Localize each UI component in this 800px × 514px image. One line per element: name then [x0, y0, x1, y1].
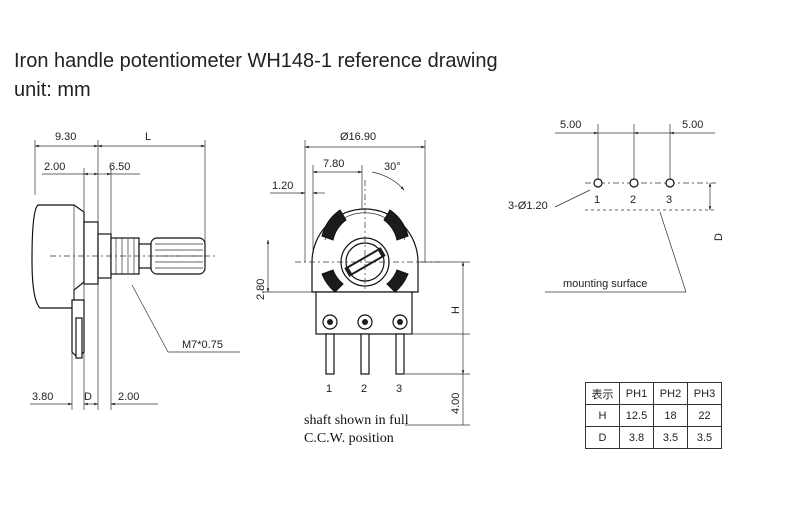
- unit-label: unit: mm: [14, 79, 91, 101]
- side-view: 9.30 L 2.00 6.50 M7*0.75 3.80 D 2.00: [30, 131, 240, 410]
- table-header-cell: PH1: [619, 382, 654, 405]
- table-cell: 3.5: [687, 426, 722, 449]
- dim-4-00: 4.00: [450, 393, 462, 414]
- front-pin-2: 2: [361, 383, 367, 395]
- dim-7-80: 7.80: [323, 158, 344, 170]
- pcb-pin-1: 1: [594, 194, 600, 206]
- front-pin-1: 1: [326, 383, 332, 395]
- table-cell: H: [585, 404, 620, 427]
- dim-d-side: D: [84, 391, 92, 403]
- table-header-row: 表示 PH1 PH2 PH3: [585, 382, 722, 405]
- table-cell: 3.8: [619, 426, 654, 449]
- table-header-cell: 表示: [585, 382, 620, 405]
- table-cell: 18: [653, 404, 688, 427]
- table-row: D 3.8 3.5 3.5: [585, 426, 722, 449]
- pcb-pin-2: 2: [630, 194, 636, 206]
- dim-6-50: 6.50: [109, 161, 130, 173]
- note-line-1: shaft shown in full: [304, 413, 409, 428]
- dim-h: H: [450, 306, 462, 314]
- pcb-layout: 5.00 5.00 3-Ø1.20 1 2 3 D mounting surfa…: [508, 119, 725, 293]
- dim-diameter-16-90: Ø16.90: [340, 131, 376, 143]
- dim-2-80: 2.80: [255, 279, 267, 300]
- dim-3-80: 3.80: [32, 391, 53, 403]
- front-pin-3: 3: [396, 383, 402, 395]
- table-cell: 3.5: [653, 426, 688, 449]
- pcb-dim-5-00-right: 5.00: [682, 119, 703, 131]
- note-line-2: C.C.W. position: [304, 431, 394, 446]
- front-view: Ø16.90 7.80 30° 1.20 2.80 H 4.00 1 2 3 s…: [255, 131, 470, 446]
- table-header-cell: PH3: [687, 382, 722, 405]
- pcb-dim-5-00-left: 5.00: [560, 119, 581, 131]
- pcb-dim-d: D: [713, 233, 725, 241]
- thread-spec: M7*0.75: [182, 339, 223, 351]
- angle-30: 30°: [384, 161, 401, 173]
- mounting-surface-label: mounting surface: [563, 278, 647, 290]
- dim-l: L: [145, 131, 151, 143]
- pcb-holes-spec: 3-Ø1.20: [508, 200, 548, 212]
- drawing-title: Iron handle potentiometer WH148-1 refere…: [14, 50, 498, 72]
- pcb-pin-3: 3: [666, 194, 672, 206]
- dim-2-00-bottom: 2.00: [118, 391, 139, 403]
- table-row: H 12.5 18 22: [585, 404, 722, 427]
- table-cell: 12.5: [619, 404, 654, 427]
- table-cell: 22: [687, 404, 722, 427]
- dim-1-20: 1.20: [272, 180, 293, 192]
- table-cell: D: [585, 426, 620, 449]
- dim-9-30: 9.30: [55, 131, 76, 143]
- table-header-cell: PH2: [653, 382, 688, 405]
- dim-2-00-top: 2.00: [44, 161, 65, 173]
- spec-table: 表示 PH1 PH2 PH3 H 12.5 18 22 D 3.8 3.5 3.…: [585, 382, 722, 449]
